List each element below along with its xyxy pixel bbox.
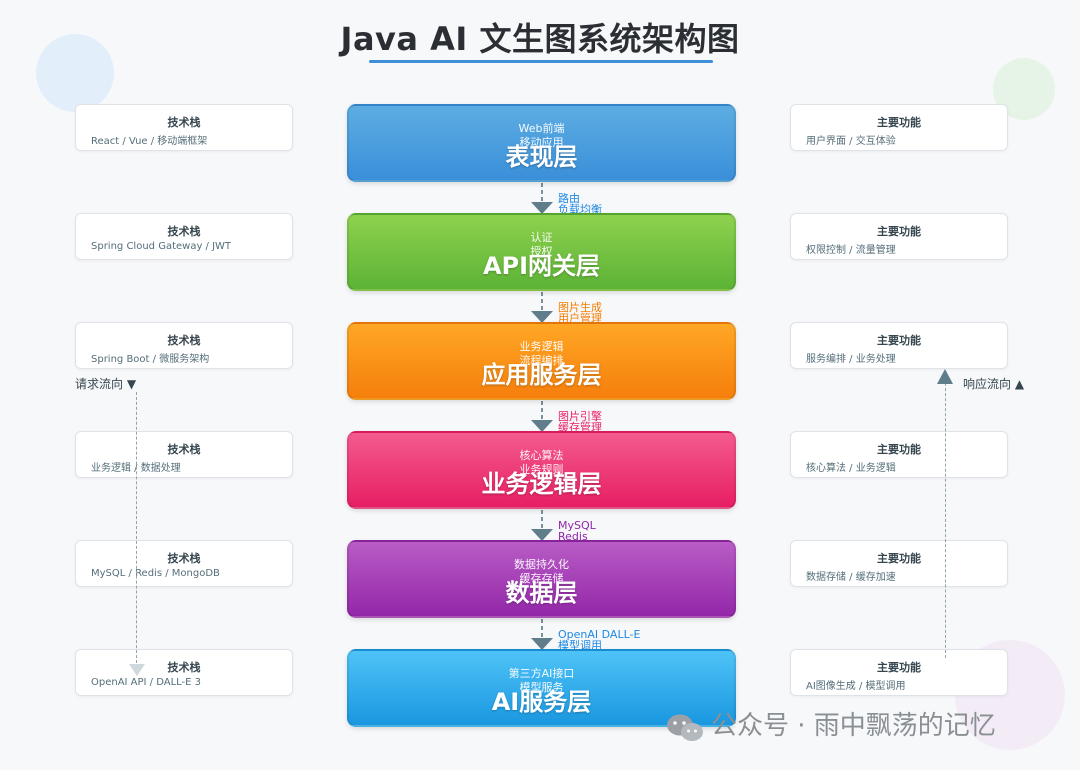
layer-connector-arrow: [530, 401, 554, 432]
layer-ai-service: 第三方AI接口 模型服务 AI服务层: [347, 649, 736, 727]
func-card-presentation: 主要功能 用户界面 / 交互体验: [790, 104, 1008, 151]
layer-name: API网关层: [482, 252, 601, 280]
tech-card-business: 技术栈 业务逻辑 / 数据处理: [75, 431, 293, 478]
title-underline: [369, 60, 713, 63]
layer-connector-arrow: [530, 510, 554, 541]
connector-label: MySQL: [558, 519, 596, 532]
card-title: 技术栈: [167, 443, 201, 456]
card-desc: Spring Cloud Gateway / JWT: [91, 241, 232, 252]
card-desc: Spring Boot / 微服务架构: [91, 354, 210, 365]
layer-sub-label: 数据持久化: [514, 558, 569, 571]
layer-sub-label: 授权: [530, 245, 553, 258]
layer-connector-arrow: [530, 619, 554, 650]
card-title: 技术栈: [167, 334, 201, 347]
connector-label: Redis: [558, 530, 588, 543]
card-desc: 数据存储 / 缓存加速: [806, 572, 896, 583]
layer-sub-label: 核心算法: [519, 449, 564, 462]
diagram-title: Java AI 文生图系统架构图: [340, 20, 740, 58]
tech-card-data: 技术栈 MySQL / Redis / MongoDB: [75, 540, 293, 587]
layer-sub-label: 业务规则: [519, 463, 564, 476]
request-arrow-icon: [129, 664, 145, 676]
connector-label: 用户管理: [558, 312, 602, 325]
card-desc: 用户界面 / 交互体验: [806, 136, 896, 147]
func-card-gateway: 主要功能 权限控制 / 流量管理: [790, 213, 1008, 260]
tech-card-presentation: 技术栈 React / Vue / 移动端框架: [75, 104, 293, 151]
layer-name: 表现层: [505, 143, 578, 171]
layer-presentation: Web前端 移动应用 表现层: [347, 104, 736, 182]
tech-card-gateway: 技术栈 Spring Cloud Gateway / JWT: [75, 213, 293, 260]
connector-label: 图片生成: [558, 301, 602, 314]
layer-name: 业务逻辑层: [481, 470, 602, 498]
connector-label: 缓存管理: [558, 421, 602, 434]
layer-sub-label: 第三方AI接口: [508, 667, 575, 680]
layer-sub-label: 认证: [530, 231, 553, 244]
card-desc: MySQL / Redis / MongoDB: [91, 568, 220, 579]
layer-sub-label: 缓存存储: [519, 572, 564, 585]
card-title: 主要功能: [877, 443, 921, 456]
layer-connector-arrow: [530, 292, 554, 323]
response-flow-label: 响应流向 ▲: [963, 377, 1025, 391]
card-desc: OpenAI API / DALL-E 3: [91, 677, 202, 688]
layer-connector-arrow: [530, 183, 554, 214]
connector-label: 图片引擎: [558, 410, 602, 423]
layer-name: AI服务层: [491, 688, 592, 716]
wechat-icon: [665, 713, 705, 743]
response-flow-line: [945, 378, 946, 658]
func-card-app-service: 主要功能 服务编排 / 业务处理: [790, 322, 1008, 369]
card-title: 技术栈: [167, 661, 201, 674]
layer-sub-label: 模型服务: [519, 681, 564, 694]
func-card-business: 主要功能 核心算法 / 业务逻辑: [790, 431, 1008, 478]
layer-sub-label: 流程编排: [519, 354, 564, 367]
card-title: 主要功能: [877, 334, 921, 347]
card-desc: 核心算法 / 业务逻辑: [806, 463, 896, 474]
layer-api-gateway: 认证 授权 API网关层: [347, 213, 736, 291]
layer-data: 数据持久化 缓存存储 数据层: [347, 540, 736, 618]
card-desc: 权限控制 / 流量管理: [806, 245, 896, 256]
request-flow-label: 请求流向 ▼: [75, 377, 137, 391]
connector-label: 负载均衡: [558, 203, 602, 216]
layer-sub-label: 业务逻辑: [519, 340, 564, 353]
card-title: 主要功能: [877, 225, 921, 238]
card-desc: AI图像生成 / 模型调用: [806, 681, 906, 692]
layer-business-logic: 核心算法 业务规则 业务逻辑层: [347, 431, 736, 509]
connector-label: 路由: [558, 192, 580, 205]
tech-card-ai: 技术栈 OpenAI API / DALL-E 3: [75, 649, 293, 696]
layer-name: 数据层: [505, 579, 578, 607]
card-title: 主要功能: [877, 116, 921, 129]
decor-bubble: [36, 34, 114, 112]
response-arrow-icon: [937, 369, 953, 384]
layer-sub-label: 移动应用: [519, 136, 564, 149]
card-title: 主要功能: [877, 552, 921, 565]
request-flow-line: [136, 392, 137, 668]
card-title: 技术栈: [167, 225, 201, 238]
func-card-data: 主要功能 数据存储 / 缓存加速: [790, 540, 1008, 587]
card-title: 技术栈: [167, 552, 201, 565]
card-title: 技术栈: [167, 116, 201, 129]
layer-name: 应用服务层: [481, 361, 602, 389]
card-desc: 服务编排 / 业务处理: [806, 354, 896, 365]
layer-sub-label: Web前端: [518, 122, 565, 135]
layer-app-service: 业务逻辑 流程编排 应用服务层: [347, 322, 736, 400]
connector-label: OpenAI DALL-E: [558, 628, 641, 641]
card-title: 主要功能: [877, 661, 921, 674]
tech-card-app-service: 技术栈 Spring Boot / 微服务架构: [75, 322, 293, 369]
watermark-text: 公众号 · 雨中飘荡的记忆: [711, 711, 996, 741]
card-desc: 业务逻辑 / 数据处理: [91, 463, 181, 474]
connector-label: 模型调用: [558, 639, 602, 652]
func-card-ai: 主要功能 AI图像生成 / 模型调用: [790, 649, 1008, 696]
card-desc: React / Vue / 移动端框架: [91, 136, 208, 147]
